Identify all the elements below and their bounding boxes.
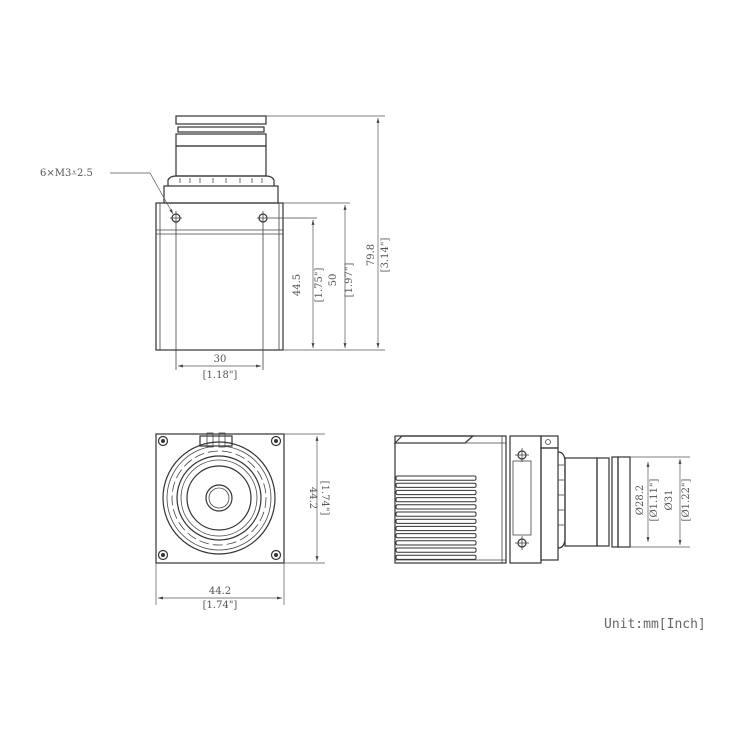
front-body <box>155 433 285 564</box>
cooling-fin <box>395 511 477 517</box>
dim-total-height-mm: 79.8 <box>366 244 377 266</box>
lens-mount-knurl <box>167 175 275 186</box>
corner-screw-tl <box>157 435 169 447</box>
lens-barrel <box>175 145 267 177</box>
knurl-marks <box>179 178 263 183</box>
side-view: Ø28.2 [Ø1.11"] Ø31 [Ø1.22"] <box>393 435 692 564</box>
dim-hole-height-in: [1.75"] <box>314 268 325 303</box>
side-lens-cap <box>617 456 631 548</box>
cooling-fin <box>395 540 477 546</box>
dim-front-width-in: [1.74"] <box>203 600 238 611</box>
corner-screw-tr <box>270 435 282 447</box>
mount-hole-right <box>257 211 317 370</box>
side-knurl <box>557 451 566 549</box>
dim-outer-dia-mm: Ø31 <box>664 490 675 511</box>
side-lens-barrel <box>564 457 598 547</box>
lens-mount-base <box>163 185 279 204</box>
cooling-fins <box>395 475 477 560</box>
lens-glass <box>205 484 233 512</box>
cooling-fin <box>395 533 477 539</box>
cooling-fin <box>395 475 477 481</box>
front-view: 44.2 [1.74"] 44.2 [1.74"] <box>155 432 330 611</box>
cooling-fin <box>395 482 477 488</box>
dim-hole-spacing-mm: 30 <box>214 354 227 365</box>
lens-ring <box>177 126 265 133</box>
thread-callout-label: 6×M3⩡2.5 <box>40 168 93 179</box>
side-bevel <box>393 435 475 444</box>
dim-inner-dia-mm: Ø28.2 <box>635 485 646 515</box>
connector-tab <box>199 435 233 447</box>
side-body <box>394 435 507 564</box>
corner-screw-bl <box>157 549 169 561</box>
mount-hole-left <box>170 211 182 370</box>
lens-outer-ring <box>162 441 276 555</box>
dim-total-height-in: [3.14"] <box>380 238 391 273</box>
dim-outer-dia-in: [Ø1.22"] <box>681 478 692 521</box>
mount-hole-side-bottom <box>515 536 529 550</box>
mount-hole-side-top <box>515 448 529 462</box>
cooling-fin <box>395 525 477 532</box>
top-view: 6×M3⩡2.5 44.5 [1.75"] 50 [1.97"] 79.8 [3… <box>40 115 391 381</box>
dim-inner-dia-in: [Ø1.11"] <box>649 478 660 521</box>
dim-front-width-mm: 44.2 <box>209 586 231 597</box>
lens-collar <box>175 133 267 147</box>
dim-body-height-in: [1.97"] <box>344 263 355 298</box>
cooling-fin <box>395 504 477 510</box>
camera-body <box>155 202 284 351</box>
dim-hole-spacing-in: [1.18"] <box>203 370 238 381</box>
unit-label: Unit:mm[Inch] <box>604 617 706 632</box>
corner-screw-br <box>270 549 282 561</box>
dim-front-height-mm: 44.2 <box>307 487 318 509</box>
dim-body-height-mm: 50 <box>328 274 339 287</box>
cooling-fin <box>395 518 477 524</box>
lens-cap-ring <box>175 115 267 125</box>
cooling-fin <box>395 489 477 496</box>
dim-hole-height-mm: 44.5 <box>292 274 303 296</box>
thread-callout-leader <box>110 172 174 215</box>
cooling-fin <box>395 554 477 560</box>
dim-front-height-in: [1.74"] <box>319 481 330 516</box>
cooling-fin <box>395 547 477 553</box>
cooling-fin <box>395 497 477 503</box>
side-lens-mount <box>540 447 559 561</box>
